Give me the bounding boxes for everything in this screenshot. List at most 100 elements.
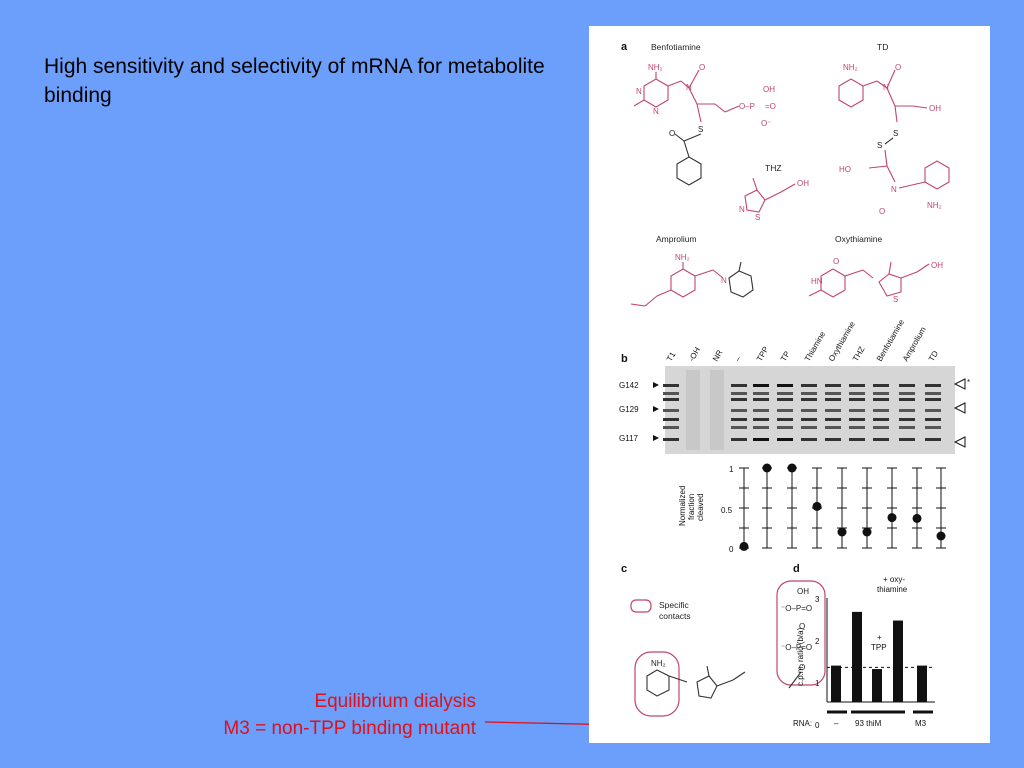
gel-band [849, 438, 865, 441]
tpp-structure: OH ⁻O–P=O O ⁻O–P=O O NH₂ [634, 580, 826, 717]
gel-band [663, 398, 679, 401]
gel-band [777, 438, 793, 441]
td-structure: NH₂ N O OH S S HO N O NH₂ [838, 63, 950, 216]
gel-band [825, 409, 841, 412]
dotplot-ylabel-3: cleaved [696, 493, 705, 521]
lane-label: Thiamine [803, 330, 828, 363]
gel-band [731, 392, 747, 395]
gel-band [731, 409, 747, 412]
bar-ylabel: c.p.m. ratio (b/a) [796, 627, 805, 686]
gel-band [777, 392, 793, 395]
lane-label: – [733, 354, 743, 363]
bar-ytick-1: 1 [815, 679, 820, 688]
benfotiamine-structure: NH₂ N O N N O–P =O OH O⁻ S O [633, 63, 776, 186]
gel-band [873, 409, 889, 412]
gel-band [801, 409, 817, 412]
svg-text:OH: OH [797, 587, 809, 596]
gel-band [899, 418, 915, 421]
open-arrow-g117 [953, 436, 966, 448]
data-point [936, 531, 946, 541]
gel-band [777, 426, 793, 429]
gel-band [731, 398, 747, 401]
compound-name-thz: THZ [765, 163, 782, 173]
gel-band [825, 384, 841, 387]
svg-text:contacts: contacts [659, 611, 691, 621]
svg-text:O–P: O–P [739, 102, 755, 111]
svg-text:HO: HO [839, 165, 851, 174]
svg-text:NH₂: NH₂ [651, 659, 666, 668]
gel-band [663, 409, 679, 412]
gel-band [753, 384, 769, 387]
gel-image [663, 366, 955, 454]
svg-text:O: O [669, 129, 675, 138]
svg-text:O: O [699, 63, 705, 72]
gel-band [849, 392, 865, 395]
gel-band [663, 384, 679, 387]
svg-text:N: N [739, 205, 745, 214]
bar [872, 669, 882, 702]
gel-band [925, 384, 941, 387]
data-point [837, 527, 847, 537]
gel-band [753, 426, 769, 429]
gel-band [825, 438, 841, 441]
svg-text:N: N [883, 83, 889, 92]
svg-text:S: S [893, 129, 898, 138]
gel-band [849, 409, 865, 412]
gel-band [753, 438, 769, 441]
gel-band [925, 398, 941, 401]
panel-c-label: c [621, 563, 627, 575]
gel-band [873, 418, 889, 421]
svg-text:N: N [721, 276, 727, 285]
gel-band [873, 438, 889, 441]
gel-band [849, 426, 865, 429]
thz-structure: OH N S [739, 177, 809, 222]
panel-a-label: a [621, 41, 628, 53]
star-marker: * [967, 378, 970, 387]
gel-band [663, 418, 679, 421]
svg-text:N: N [636, 87, 642, 96]
gel-band [825, 418, 841, 421]
gel-band [899, 392, 915, 395]
gel-band [663, 392, 679, 395]
rna-group-thim: 93 thiM [855, 719, 882, 728]
data-point [812, 501, 822, 511]
svg-text:N: N [653, 107, 659, 116]
marker-g142: G142 [619, 381, 639, 390]
annotation-tpp-1: + [877, 633, 882, 642]
gel-band [777, 384, 793, 387]
gel-band [899, 398, 915, 401]
marker-g117: G117 [619, 434, 639, 443]
figure-panel: a Benfotiamine NH₂ N O N N O–P =O OH O⁻ … [589, 26, 990, 743]
marker-g129: G129 [619, 405, 639, 414]
marker-arrow-g129 [653, 406, 659, 412]
gel-band [753, 418, 769, 421]
gel-band [731, 426, 747, 429]
gel-band [777, 418, 793, 421]
bar [831, 665, 841, 702]
gel-band [925, 392, 941, 395]
svg-text:NH₂: NH₂ [843, 63, 858, 72]
compound-name-td: TD [877, 42, 888, 52]
svg-text:O: O [833, 257, 839, 266]
data-point [762, 463, 772, 473]
lane-label: Amprolium [901, 325, 928, 363]
gel-band [663, 426, 679, 429]
rna-label: RNA: [793, 719, 812, 728]
svg-text:⁻O–P=O: ⁻O–P=O [781, 643, 812, 652]
note-m3-mutant: M3 = non-TPP binding mutant [223, 718, 476, 739]
lane-label: -OH [687, 346, 702, 363]
panel-d-label: d [793, 563, 800, 575]
svg-text:O⁻: O⁻ [761, 119, 771, 128]
gel-band [899, 438, 915, 441]
open-arrow-g129 [953, 402, 966, 414]
gel-lane [686, 370, 700, 450]
data-point [862, 527, 872, 537]
lane-label: TD [927, 349, 940, 363]
compound-name-oxythiamine: Oxythiamine [835, 234, 883, 244]
bar-ytick-3: 3 [815, 595, 820, 604]
svg-text:OH: OH [797, 179, 809, 188]
dotplot-ytick-05: 0.5 [721, 506, 733, 515]
dotplot-ylabel-1: Normalized [678, 486, 687, 526]
lane-label: THZ [851, 345, 867, 363]
